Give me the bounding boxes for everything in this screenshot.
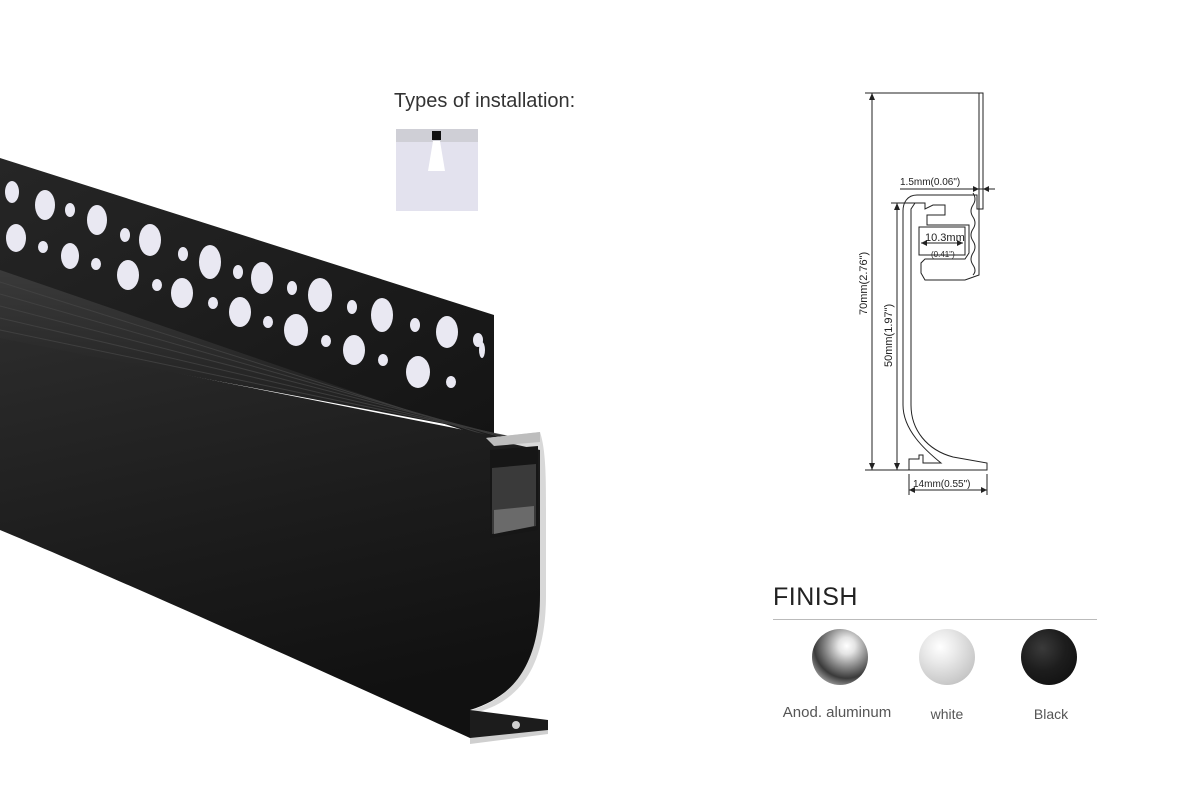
installation-title: Types of installation: — [394, 90, 576, 112]
installation-type-icon — [396, 129, 478, 211]
inner-width-inch-label: (0.41") — [931, 250, 955, 259]
lower-height-label: 50mm(1.97") — [883, 304, 895, 367]
technical-drawing: 1.5mm(0.06") 10.3mm (0.41") 70mm(2.76") … — [858, 92, 995, 495]
profile-product-image — [0, 158, 548, 744]
finish-label-black: Black — [1033, 706, 1069, 722]
finish-swatch-white — [919, 629, 975, 685]
finish-label-white: white — [930, 706, 964, 722]
finish-divider — [773, 619, 1097, 620]
thickness-label: 1.5mm(0.06") — [900, 177, 960, 188]
finish-swatch-black — [1021, 629, 1077, 685]
finish-label-aluminum: Anod. aluminum — [782, 704, 892, 721]
finish-swatch-aluminum — [812, 629, 868, 685]
inner-width-label: 10.3mm — [925, 232, 965, 244]
total-height-label: 70mm(2.76") — [858, 252, 870, 315]
base-width-label: 14mm(0.55") — [913, 479, 970, 490]
finish-title: FINISH — [773, 583, 858, 611]
